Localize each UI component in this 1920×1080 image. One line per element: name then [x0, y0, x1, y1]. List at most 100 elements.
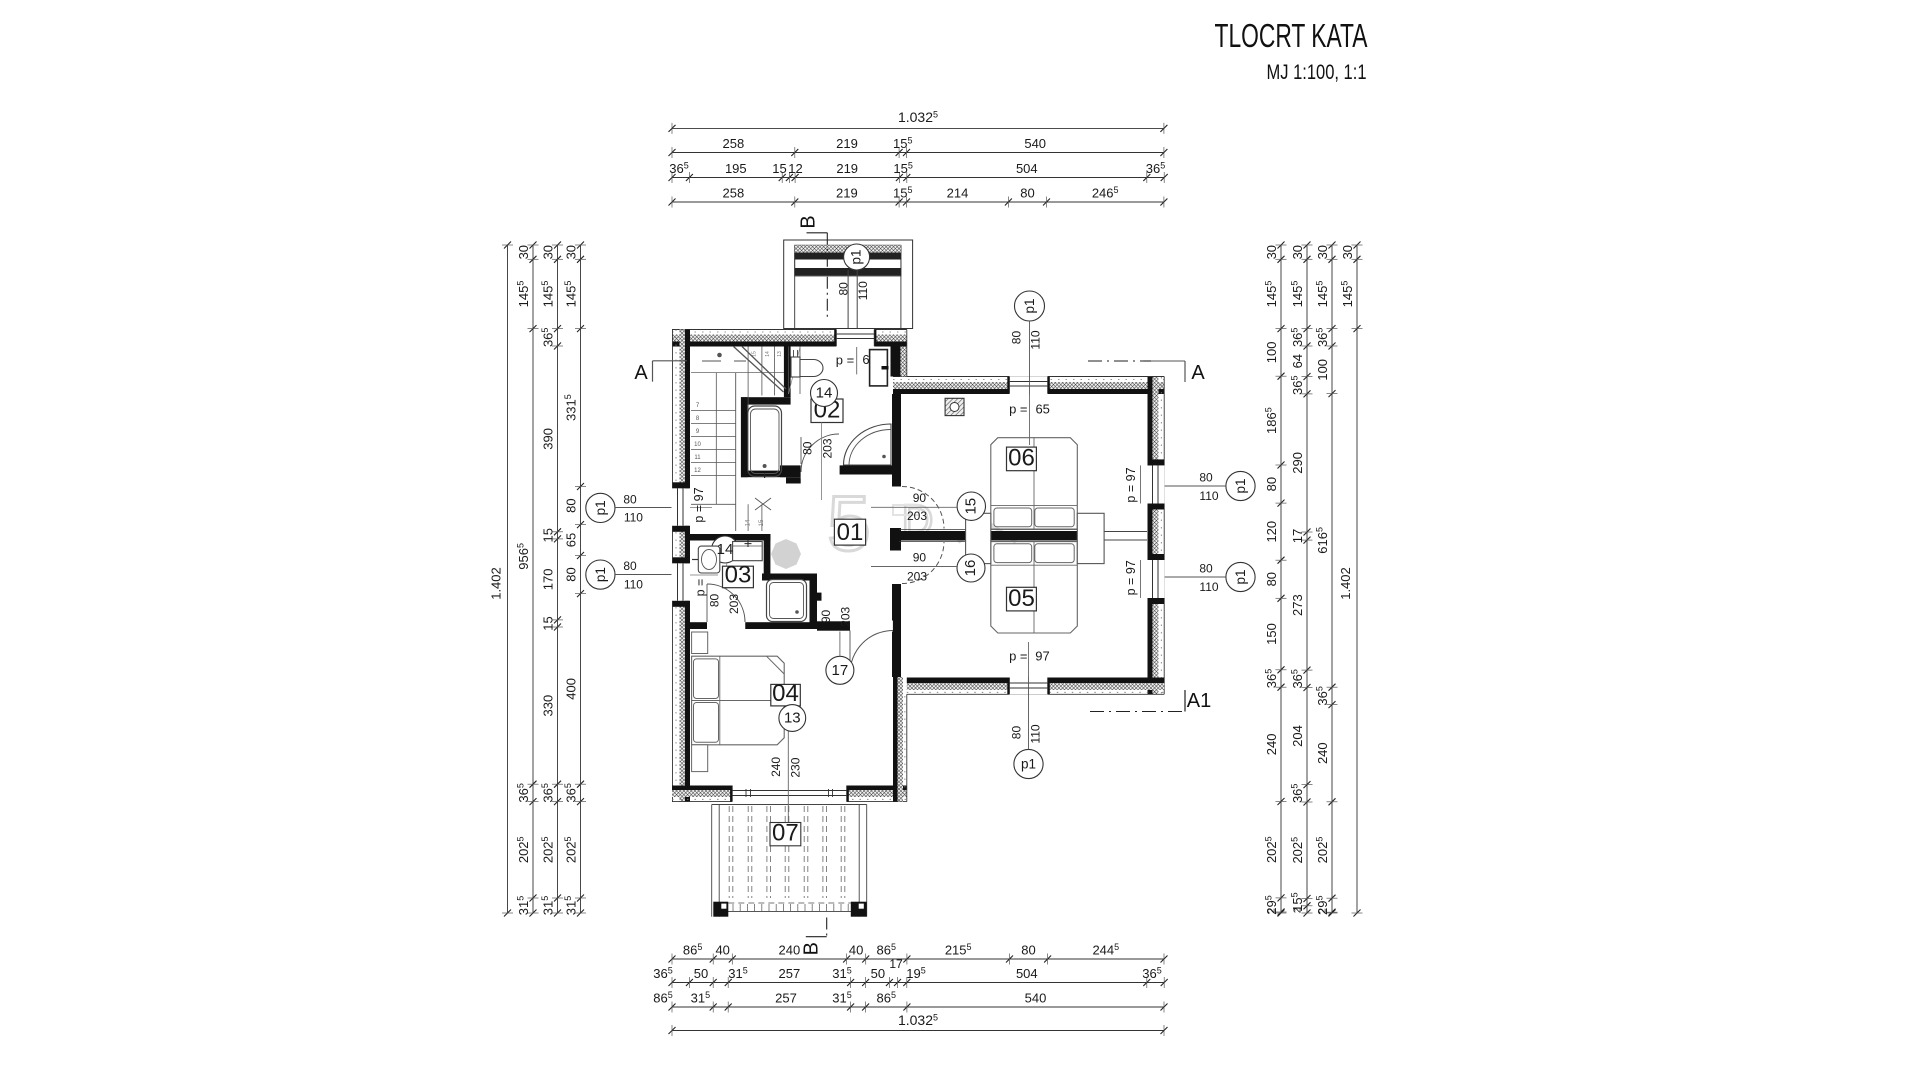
svg-text:80: 80 — [564, 498, 579, 512]
svg-text:214: 214 — [947, 186, 969, 201]
svg-text:6165: 6165 — [1315, 527, 1331, 554]
svg-text:203: 203 — [838, 606, 852, 626]
svg-text:100: 100 — [1264, 342, 1279, 364]
svg-text:04: 04 — [772, 680, 799, 707]
svg-text:30: 30 — [516, 245, 531, 259]
svg-text:80: 80 — [837, 282, 851, 296]
svg-text:258: 258 — [723, 136, 745, 151]
svg-text:15: 15 — [759, 519, 765, 526]
svg-text:06: 06 — [1008, 445, 1035, 472]
svg-text:p =: p = — [1009, 402, 1027, 417]
svg-text:540: 540 — [1024, 136, 1046, 151]
svg-text:A1: A1 — [1187, 690, 1211, 712]
svg-text:50: 50 — [871, 966, 885, 981]
svg-text:13: 13 — [784, 710, 801, 727]
svg-text:1455: 1455 — [1264, 281, 1280, 308]
svg-text:1.402: 1.402 — [489, 567, 504, 600]
svg-text:17: 17 — [1290, 529, 1305, 543]
svg-text:15: 15 — [963, 498, 980, 515]
svg-text:80: 80 — [1010, 726, 1024, 740]
svg-text:7: 7 — [696, 403, 700, 409]
svg-text:12: 12 — [694, 468, 701, 474]
svg-text:14: 14 — [816, 385, 833, 402]
svg-text:30: 30 — [1315, 245, 1330, 259]
svg-text:330: 330 — [541, 695, 556, 717]
svg-text:80: 80 — [623, 492, 637, 506]
svg-text:p1: p1 — [1233, 569, 1248, 584]
svg-text:65: 65 — [564, 533, 579, 547]
svg-text:80: 80 — [1020, 186, 1034, 201]
svg-text:504: 504 — [1016, 161, 1038, 176]
svg-text:30: 30 — [1264, 245, 1279, 259]
svg-text:p = 97: p = 97 — [1124, 560, 1138, 595]
svg-text:2: 2 — [1267, 908, 1278, 914]
svg-text:p1: p1 — [1233, 478, 1248, 493]
svg-text:3315: 3315 — [563, 394, 579, 421]
svg-text:9: 9 — [696, 429, 700, 435]
svg-text:204: 204 — [1290, 725, 1305, 747]
svg-text:504: 504 — [1016, 966, 1038, 981]
svg-text:2465: 2465 — [1092, 185, 1119, 201]
svg-text:80: 80 — [1021, 943, 1035, 958]
svg-text:p = 97: p = 97 — [1124, 467, 1138, 502]
svg-text:p1: p1 — [593, 500, 608, 515]
svg-text:203: 203 — [727, 594, 741, 614]
svg-text:240: 240 — [769, 757, 783, 777]
svg-text:p =: p = — [1009, 649, 1027, 664]
svg-text:30: 30 — [1340, 245, 1355, 259]
svg-text:12: 12 — [788, 161, 802, 176]
svg-text:9565: 9565 — [516, 543, 532, 570]
svg-text:p1: p1 — [593, 567, 608, 582]
svg-text:8: 8 — [696, 416, 700, 422]
svg-text:219: 219 — [836, 136, 858, 151]
svg-text:2155: 2155 — [945, 942, 972, 958]
svg-text:2: 2 — [1293, 907, 1304, 913]
svg-text:11: 11 — [694, 455, 701, 461]
svg-text:30: 30 — [564, 245, 579, 259]
svg-text:1.0325: 1.0325 — [898, 1012, 938, 1028]
svg-text:258: 258 — [723, 186, 745, 201]
svg-text:p =: p = — [836, 353, 854, 368]
svg-text:2025: 2025 — [1315, 837, 1331, 864]
svg-text:6: 6 — [862, 352, 869, 367]
svg-text:110: 110 — [856, 281, 870, 300]
svg-text:07: 07 — [772, 820, 799, 847]
svg-text:14: 14 — [765, 351, 771, 357]
svg-text:05: 05 — [1008, 585, 1035, 612]
svg-text:p1: p1 — [849, 249, 864, 264]
svg-text:80: 80 — [1010, 331, 1024, 345]
svg-text:40: 40 — [849, 943, 863, 958]
svg-text:150: 150 — [1264, 623, 1279, 645]
svg-text:110: 110 — [1029, 330, 1043, 349]
svg-text:90: 90 — [913, 491, 927, 505]
svg-text:80: 80 — [623, 559, 637, 573]
svg-text:203: 203 — [821, 438, 835, 458]
svg-text:2025: 2025 — [1290, 837, 1306, 864]
svg-text:MJ 1:100, 1:1: MJ 1:100, 1:1 — [1267, 60, 1367, 84]
svg-text:1.0325: 1.0325 — [898, 109, 938, 125]
svg-text:110: 110 — [1199, 489, 1218, 503]
svg-text:64: 64 — [1290, 354, 1305, 368]
svg-text:110: 110 — [624, 511, 643, 525]
svg-text:290: 290 — [1290, 452, 1305, 474]
svg-text:219: 219 — [836, 186, 858, 201]
svg-text:1865: 1865 — [1264, 407, 1280, 434]
svg-text:13: 13 — [777, 351, 783, 357]
svg-text:15: 15 — [772, 161, 786, 176]
svg-text:14: 14 — [717, 541, 734, 558]
svg-text:17: 17 — [889, 957, 903, 971]
svg-text:15: 15 — [541, 528, 556, 542]
svg-text:1455: 1455 — [1340, 281, 1356, 308]
svg-text:240: 240 — [779, 943, 801, 958]
svg-text:40: 40 — [715, 943, 729, 958]
svg-text:65: 65 — [1035, 401, 1049, 416]
svg-text:203: 203 — [907, 509, 927, 523]
svg-text:2445: 2445 — [1092, 942, 1119, 958]
svg-text:1455: 1455 — [540, 281, 556, 308]
svg-text:B: B — [798, 215, 820, 228]
svg-text:2025: 2025 — [563, 836, 579, 863]
svg-text:1455: 1455 — [1315, 281, 1331, 308]
svg-text:240: 240 — [1264, 734, 1279, 756]
svg-text:195: 195 — [725, 161, 747, 176]
svg-text:B: B — [801, 942, 823, 955]
